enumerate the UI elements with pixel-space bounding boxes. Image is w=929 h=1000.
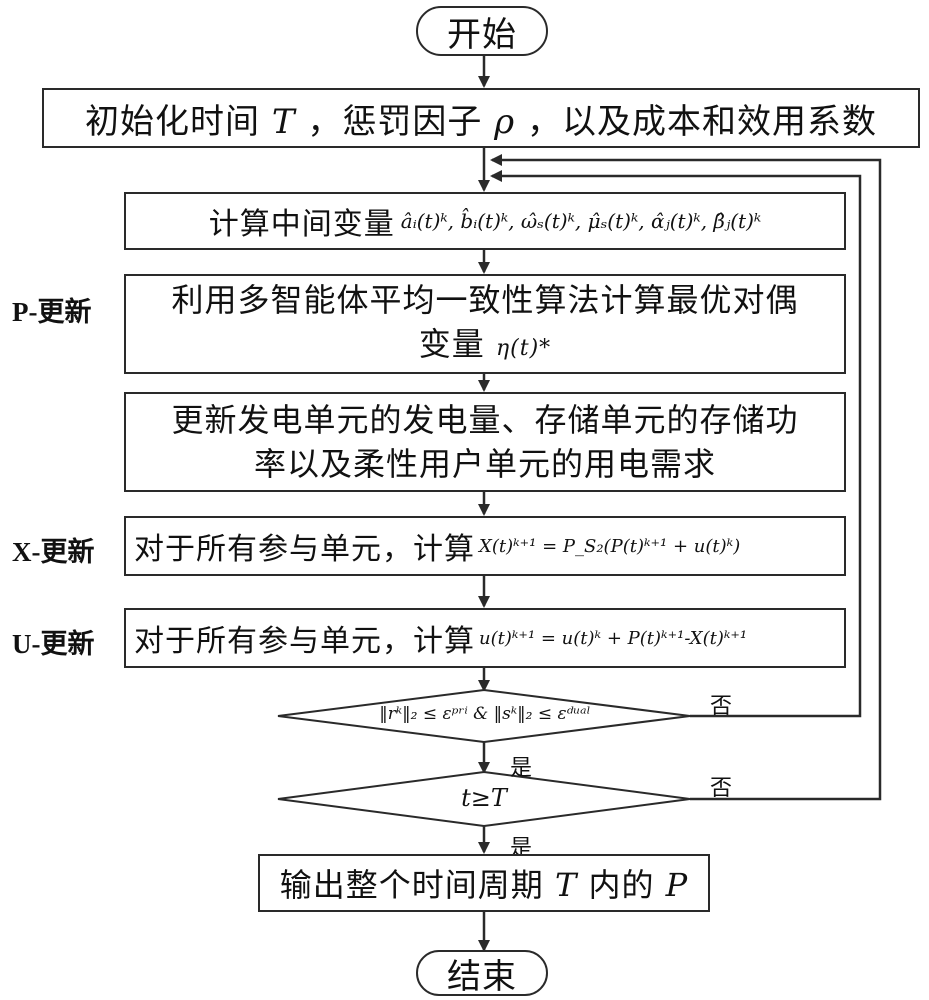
update-units-box: 更新发电单元的发电量、存储单元的存储功 率以及柔性用户单元的用电需求 (124, 392, 846, 492)
start-label: 开始 (447, 14, 517, 55)
cond2-formula: t≥T (461, 784, 507, 812)
update-units-line2: 率以及柔性用户单元的用电需求 (253, 445, 716, 483)
output-box: 输出整个时间周期 T 内的 P (258, 854, 710, 912)
cond2-diamond (277, 770, 691, 828)
loop-cond2-no (490, 154, 882, 801)
p-update-line2-formula: η(t)* (495, 335, 552, 361)
compute-box: 计算中间变量 âᵢ(t)ᵏ, b̂ᵢ(t)ᵏ, ω̂ₛ(t)ᵏ, μ̂ₛ(t)ᵏ… (124, 192, 846, 250)
init-text-b: ，惩罚因子 (307, 101, 483, 142)
cond1-formula: ‖rᵏ‖₂ ≤ εᵖʳⁱ & ‖sᵏ‖₂ ≤ εᵈᵘᵃˡ (379, 704, 591, 724)
p-update-text: P-更新 (12, 297, 92, 327)
output-text: 输出整个时间周期 (279, 866, 544, 904)
x-update-side-label: X-更新 (12, 530, 95, 569)
loop-cond1-no (490, 170, 862, 718)
end-label: 结束 (447, 956, 517, 997)
output-var-p: P (665, 866, 689, 904)
u-update-label: 对于所有参与单元，计算 (134, 624, 475, 659)
compute-label: 计算中间变量 (208, 207, 395, 242)
x-update-label: 对于所有参与单元，计算 (134, 532, 475, 567)
end-terminal: 结束 (416, 950, 548, 997)
u-update-box: 对于所有参与单元，计算 u(t)ᵏ⁺¹ = u(t)ᵏ + P(t)ᵏ⁺¹-X(… (124, 608, 846, 668)
cond1-yes-label: 是 (510, 756, 533, 781)
u-update-side-label: U-更新 (12, 622, 95, 661)
init-text-a: 初始化时间 (85, 101, 261, 142)
update-units-line1: 更新发电单元的发电量、存储单元的存储功 (171, 401, 799, 439)
init-box: 初始化时间 T ，惩罚因子 ρ ，以及成本和效用系数 (42, 88, 920, 148)
x-update-box: 对于所有参与单元，计算 X(t)ᵏ⁺¹ = P_S₂(P(t)ᵏ⁺¹ + u(t… (124, 516, 846, 576)
start-terminal: 开始 (416, 6, 548, 56)
cond1-no-label: 否 (710, 694, 733, 719)
p-update-side-label: P-更新 (12, 290, 91, 329)
x-update-formula: X(t)ᵏ⁺¹ = P_S₂(P(t)ᵏ⁺¹ + u(t)ᵏ) (479, 535, 741, 557)
p-update-box: 利用多智能体平均一致性算法计算最优对偶 变量 η(t)* (124, 274, 846, 374)
u-update-text: U-更新 (12, 629, 95, 659)
p-update-line2-text: 变量 (418, 324, 485, 363)
cond1-diamond (277, 688, 691, 744)
u-update-formula: u(t)ᵏ⁺¹ = u(t)ᵏ + P(t)ᵏ⁺¹-X(t)ᵏ⁺¹ (479, 627, 748, 649)
compute-formula: âᵢ(t)ᵏ, b̂ᵢ(t)ᵏ, ω̂ₛ(t)ᵏ, μ̂ₛ(t)ᵏ, α̂ⱼ(t… (400, 209, 762, 233)
output-text2: 内的 (588, 866, 655, 904)
cond2-no-label: 否 (710, 776, 733, 801)
init-var-t: T (271, 101, 296, 142)
p-update-line1: 利用多智能体平均一致性算法计算最优对偶 (171, 280, 799, 319)
x-update-text: X-更新 (12, 537, 95, 567)
init-text-c: ，以及成本和效用系数 (526, 101, 877, 142)
init-var-rho: ρ (494, 101, 516, 142)
output-var-t: T (554, 866, 578, 904)
